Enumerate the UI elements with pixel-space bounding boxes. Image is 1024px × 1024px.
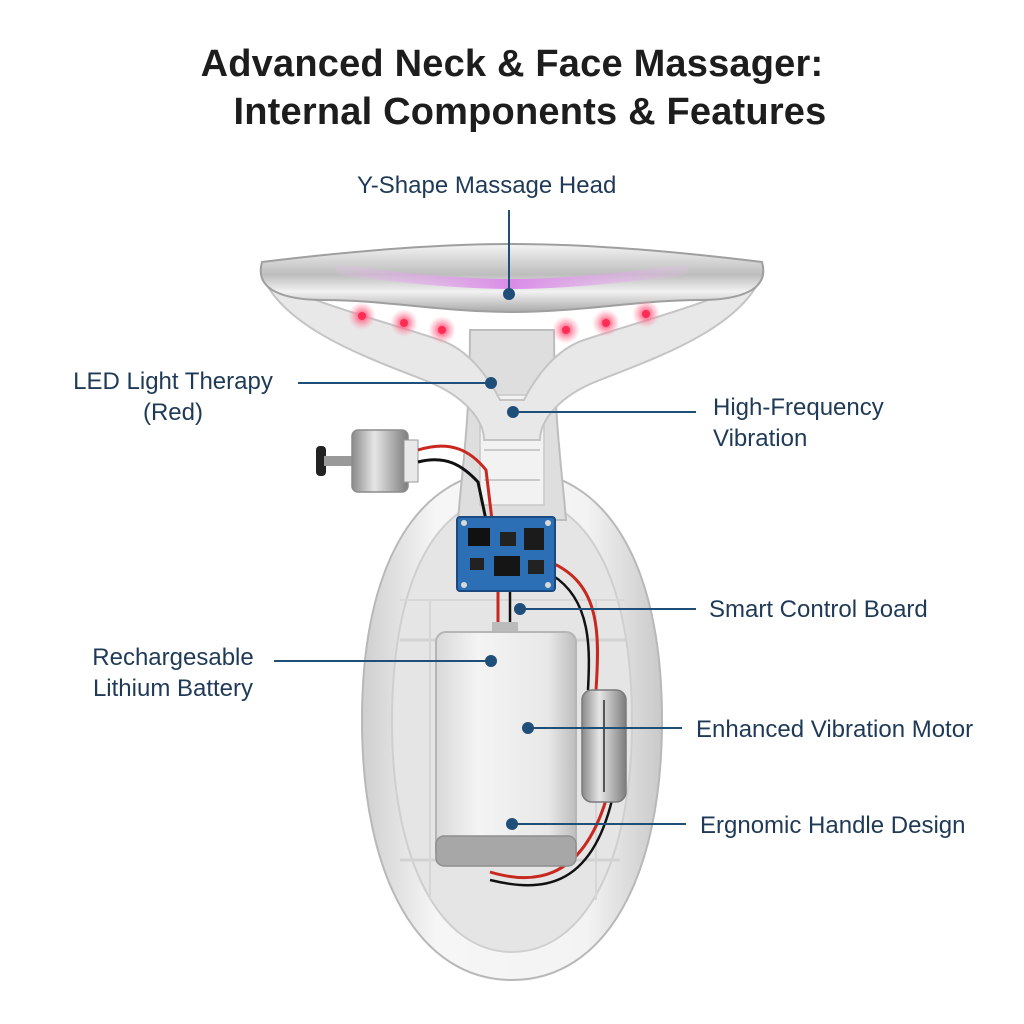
callout-dot-motor <box>522 722 534 734</box>
label-vibration-line-2: Vibration <box>713 425 808 452</box>
enhanced-vibration-motor <box>581 689 627 803</box>
callout-dot-head <box>503 288 515 300</box>
label-battery-line-1: Rechargesable <box>92 644 254 671</box>
label-vibration-line-1: High-Frequency <box>713 394 884 421</box>
callout-dots <box>485 288 534 830</box>
label-led-line-2: (Red) <box>142 399 203 426</box>
callout-dot-vibration <box>507 406 519 418</box>
led-lights <box>348 300 660 344</box>
callout-dot-led <box>485 377 497 389</box>
led-light <box>552 316 580 344</box>
label-handle-design: Ergnomic Handle Design <box>700 812 966 839</box>
label-massage-head: Y-Shape Massage Head <box>357 172 617 199</box>
lithium-battery <box>435 622 577 867</box>
callouts <box>274 210 696 825</box>
led-light <box>390 309 418 337</box>
label-led-line-1: LED Light Therapy <box>73 368 273 395</box>
title-line-1: Advanced Neck & Face Massager: <box>200 43 824 85</box>
label-vibration-motor: Enhanced Vibration Motor <box>696 716 974 743</box>
title-line-2: Internal Components & Features <box>233 91 827 133</box>
led-light <box>428 316 456 344</box>
callout-dot-board <box>514 603 526 615</box>
small-vibration-motor <box>316 429 494 521</box>
led-light <box>632 300 660 328</box>
label-led-therapy: LED Light Therapy (Red) <box>62 366 284 428</box>
label-high-frequency-vibration: High-Frequency Vibration <box>713 392 884 454</box>
diagram-title: Advanced Neck & Face Massager: Internal … <box>0 40 1024 136</box>
control-board <box>456 516 556 592</box>
label-battery: Rechargesable Lithium Battery <box>78 642 268 704</box>
label-battery-line-2: Lithium Battery <box>92 675 254 702</box>
label-control-board: Smart Control Board <box>709 596 928 623</box>
led-light <box>592 309 620 337</box>
callout-dot-handle <box>506 818 518 830</box>
led-light <box>348 302 376 330</box>
callout-dot-battery <box>485 655 497 667</box>
